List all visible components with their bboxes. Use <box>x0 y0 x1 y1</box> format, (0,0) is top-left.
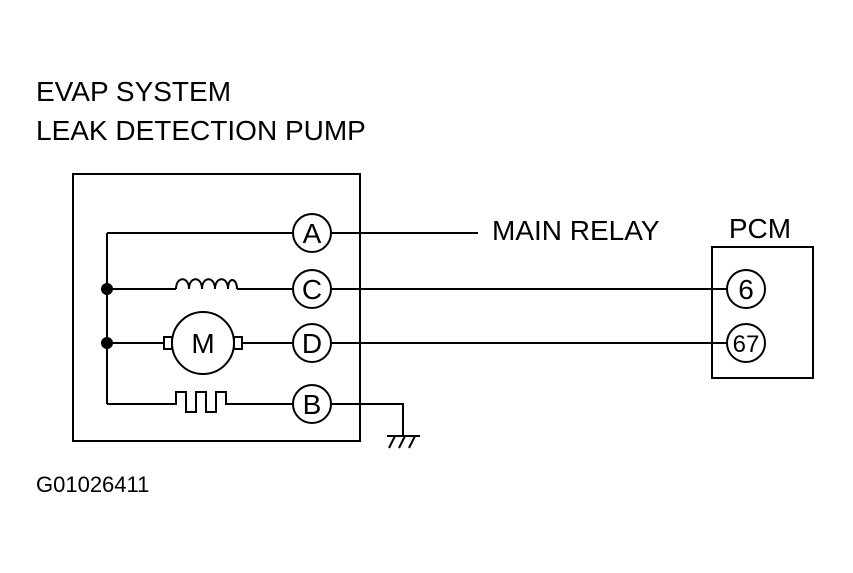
motor-label: M <box>191 328 214 359</box>
heater-resistor-icon <box>107 391 292 413</box>
title-line-1: EVAP SYSTEM <box>36 76 231 107</box>
pcm-pin-6: 6 <box>726 269 766 309</box>
svg-text:C: C <box>302 274 322 305</box>
pump-pin-b: B <box>292 384 332 424</box>
ground-icon <box>387 435 420 449</box>
motor-brush-left <box>163 336 173 350</box>
junction-dot-icon <box>101 337 113 349</box>
svg-text:67: 67 <box>733 331 760 358</box>
solenoid-coil-icon <box>175 278 238 290</box>
figure-code: G01026411 <box>36 472 149 497</box>
svg-text:6: 6 <box>738 274 754 305</box>
main-relay-label: MAIN RELAY <box>492 215 660 246</box>
pcm-pin-67: 67 <box>726 323 766 363</box>
svg-text:D: D <box>302 328 322 359</box>
pump-pin-a: A <box>292 213 332 253</box>
wire-b-to-ground <box>331 403 404 435</box>
pump-housing-box <box>72 173 361 442</box>
pcm-box <box>711 246 814 379</box>
pcm-label: PCM <box>729 213 791 244</box>
pump-pin-d: D <box>292 323 332 363</box>
junction-dot-icon <box>101 283 113 295</box>
svg-text:A: A <box>303 218 322 249</box>
pump-pin-c: C <box>292 269 332 309</box>
motor-brush-right <box>233 336 243 350</box>
title-line-2: LEAK DETECTION PUMP <box>36 115 366 146</box>
svg-text:B: B <box>303 389 322 420</box>
